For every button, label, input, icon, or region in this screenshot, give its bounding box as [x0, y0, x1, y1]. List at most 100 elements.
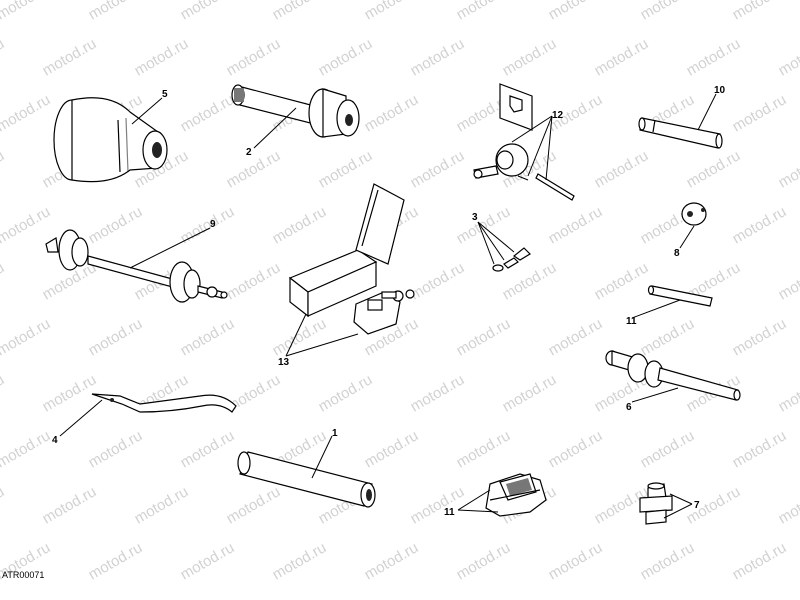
watermark-text: motod.ru	[776, 259, 800, 303]
part-9-puller	[45, 229, 228, 303]
watermark-text: motod.ru	[500, 35, 560, 79]
watermark-text: motod.ru	[362, 427, 422, 471]
watermark-text: motod.ru	[546, 315, 606, 359]
watermark-text: motod.ru	[546, 427, 606, 471]
watermark-text: motod.ru	[454, 0, 514, 23]
part-11-collet	[485, 473, 547, 517]
watermark-text: motod.ru	[408, 483, 468, 527]
callout-5: 5	[162, 89, 168, 100]
watermark-text: motod.ru	[270, 539, 330, 583]
watermark-text: motod.ru	[178, 0, 238, 23]
watermark-text: motod.ru	[0, 427, 53, 471]
watermark-text: motod.ru	[592, 35, 652, 79]
watermark-text: motod.ru	[178, 91, 238, 135]
watermark-text: motod.ru	[86, 0, 146, 23]
part-6-drift	[605, 350, 741, 401]
watermark-text: motod.ru	[224, 483, 284, 527]
watermark-text: motod.ru	[776, 35, 800, 79]
watermark-text: motod.ru	[86, 203, 146, 247]
watermark-text: motod.ru	[86, 315, 146, 359]
watermark-text: motod.ru	[178, 315, 238, 359]
watermark-text: motod.ru	[684, 147, 744, 191]
watermark-text: motod.ru	[730, 0, 790, 23]
watermark-text: motod.ru	[776, 371, 800, 415]
callout-3: 3	[472, 212, 478, 223]
watermark-text: motod.ru	[362, 0, 422, 23]
callout-10: 10	[714, 85, 726, 96]
watermark-text: motod.ru	[0, 371, 7, 415]
watermark-text: motod.ru	[178, 539, 238, 583]
watermark-text: motod.ru	[224, 35, 284, 79]
watermark-text: motod.ru	[546, 0, 606, 23]
callout-8: 8	[674, 248, 680, 259]
part-5-cup-tool	[53, 97, 168, 183]
watermark-text: motod.ru	[40, 371, 100, 415]
watermark-text: motod.ru	[592, 259, 652, 303]
watermark-text: motod.ru	[0, 91, 53, 135]
part-10-pin	[638, 117, 723, 149]
watermark-text: motod.ru	[178, 203, 238, 247]
watermark-text: motod.ru	[0, 483, 7, 527]
watermark-text: motod.ru	[546, 539, 606, 583]
part-12-clamp-set	[473, 83, 575, 201]
drawing-code: ATR00071	[2, 570, 44, 580]
callout-6: 6	[626, 402, 632, 413]
watermark-text: motod.ru	[776, 483, 800, 527]
leader-lines	[59, 93, 717, 519]
watermark-text: motod.ru	[638, 539, 698, 583]
watermark-text: motod.ru	[316, 147, 376, 191]
callout-1: 1	[332, 428, 338, 439]
watermark-text: motod.ru	[638, 315, 698, 359]
watermark-text: motod.ru	[178, 427, 238, 471]
watermark-text: motod.ru	[224, 259, 284, 303]
watermark-text: motod.ru	[408, 259, 468, 303]
watermark-text: motod.ru	[638, 427, 698, 471]
callout-labels: 5 2 12 10 9 3 8 13 11 6 4 1 11 7	[52, 85, 726, 518]
watermark-text: motod.ru	[730, 203, 790, 247]
watermark-text: motod.ru	[0, 259, 7, 303]
watermark-text: motod.ru	[684, 35, 744, 79]
watermark-text: motod.ru	[776, 147, 800, 191]
watermark-text: motod.ru	[316, 371, 376, 415]
watermark-text: motod.ru	[454, 539, 514, 583]
part-11-bar	[647, 285, 713, 307]
watermark-text: motod.ru	[40, 483, 100, 527]
watermark-text: motod.ru	[0, 203, 53, 247]
part-8-nut	[681, 202, 707, 226]
watermark-text: motod.ru	[132, 35, 192, 79]
watermark-text: motod.ru	[0, 0, 53, 23]
watermark-text: motod.ru	[132, 483, 192, 527]
watermark-text: motod.ru	[546, 203, 606, 247]
watermark-text: motod.ru	[408, 35, 468, 79]
watermark-text: motod.ru	[86, 539, 146, 583]
part-4-spanner	[91, 393, 237, 413]
watermark-text: motod.ru	[362, 539, 422, 583]
callout-4: 4	[52, 435, 58, 446]
watermark-text: motod.ru	[730, 539, 790, 583]
watermark-text: motod.ru	[454, 203, 514, 247]
watermark-text: motod.ru	[362, 91, 422, 135]
watermark-text: motod.ru	[408, 371, 468, 415]
callout-2: 2	[246, 147, 252, 158]
watermark-text: motod.ru	[730, 315, 790, 359]
part-2-sleeve-tool	[231, 84, 360, 138]
watermark-text: motod.ru	[730, 91, 790, 135]
part-13-toolbox	[288, 183, 415, 335]
watermark-text: motod.ru	[684, 483, 744, 527]
callout-11-bottom: 11	[444, 507, 455, 518]
part-7-fitting	[639, 482, 673, 525]
callout-12: 12	[552, 110, 564, 121]
callout-7: 7	[694, 500, 700, 511]
watermark-text: motod.ru	[0, 35, 7, 79]
watermark-text: motod.ru	[408, 147, 468, 191]
watermark-text: motod.ru	[316, 35, 376, 79]
callout-13: 13	[278, 357, 290, 368]
part-3-clips	[492, 247, 531, 272]
callout-9: 9	[210, 219, 216, 230]
watermark-text: motod.ru	[224, 147, 284, 191]
watermark-text: motod.ru	[592, 147, 652, 191]
watermark-text: motod.ru	[500, 371, 560, 415]
callout-11-right: 11	[626, 316, 637, 327]
watermark-text: motod.ru	[730, 427, 790, 471]
